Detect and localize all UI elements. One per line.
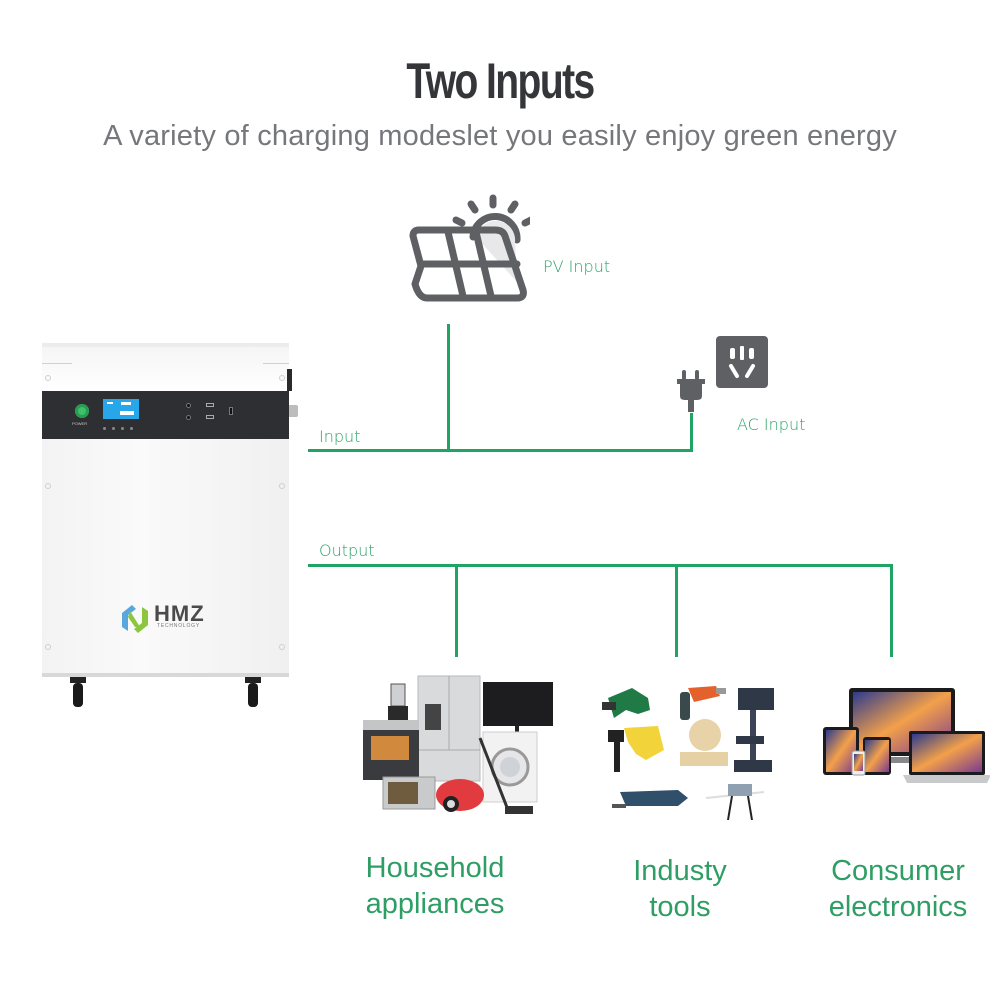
category-label-line1: Industy: [633, 855, 727, 887]
consumer-electronics-photo: [823, 688, 990, 783]
solar-panel-icon: [409, 194, 530, 302]
usb-port-2[interactable]: [206, 415, 214, 419]
brand-subtitle: TECHNOLOGY: [157, 623, 201, 629]
output-branch-electronics: [890, 564, 893, 657]
output-bus-label: Output: [319, 541, 375, 560]
household-appliances-photo: [363, 675, 553, 814]
category-label-line2: electronics: [828, 891, 968, 923]
side-port: [287, 369, 292, 391]
category-label-line1: Household: [365, 852, 505, 884]
up-button[interactable]: [112, 427, 115, 430]
power-tools-photo: [602, 686, 774, 820]
output-branch-household: [455, 564, 458, 657]
pv-input-line: [447, 324, 450, 452]
device-top-panel: [42, 343, 289, 391]
ac-input-line: [690, 413, 693, 452]
input-bus-line: [308, 449, 693, 452]
caster-wheel-right: [245, 677, 261, 707]
category-label-line2: tools: [649, 891, 711, 923]
dc-port-1[interactable]: [186, 403, 191, 408]
output-branch-tools: [675, 564, 678, 657]
category-label-line1: Consumer: [831, 855, 965, 887]
category-household-appliances: Household appliances: [345, 850, 525, 922]
page-subtitle: A variety of charging modeslet you easil…: [103, 120, 897, 152]
input-bus-label: Input: [319, 427, 361, 446]
output-bus-line: [308, 564, 893, 567]
category-label-line2: appliances: [365, 888, 505, 920]
category-consumer-electronics: Consumer electronics: [803, 853, 993, 925]
usb-port-1[interactable]: [206, 403, 214, 407]
dc-port-2[interactable]: [186, 415, 191, 420]
category-industry-tools: Industy tools: [590, 853, 770, 925]
power-outlet-icon: [716, 336, 768, 388]
pv-input-label: PV Input: [543, 257, 611, 276]
ac-input-label: AC Input: [737, 415, 806, 434]
device-base: [42, 673, 289, 677]
device-body: HMZ TECHNOLOGY: [42, 439, 289, 673]
menu-button[interactable]: [103, 427, 106, 430]
main-switch[interactable]: [229, 407, 233, 415]
down-button[interactable]: [121, 427, 124, 430]
side-plug: [288, 405, 298, 417]
power-plug-icon: [677, 370, 705, 412]
power-label: POWER: [72, 421, 88, 426]
power-station-device: POWER HMZ TECHNOLOGY: [42, 343, 300, 708]
power-button[interactable]: [75, 404, 89, 418]
page-title: Two Inputs: [406, 53, 595, 109]
lcd-display: [103, 399, 139, 419]
device-control-panel: POWER: [42, 391, 289, 439]
caster-wheel-left: [70, 677, 86, 707]
brand-logo-icon: [122, 605, 148, 633]
enter-button[interactable]: [130, 427, 133, 430]
brand-name: HMZ: [154, 601, 205, 626]
